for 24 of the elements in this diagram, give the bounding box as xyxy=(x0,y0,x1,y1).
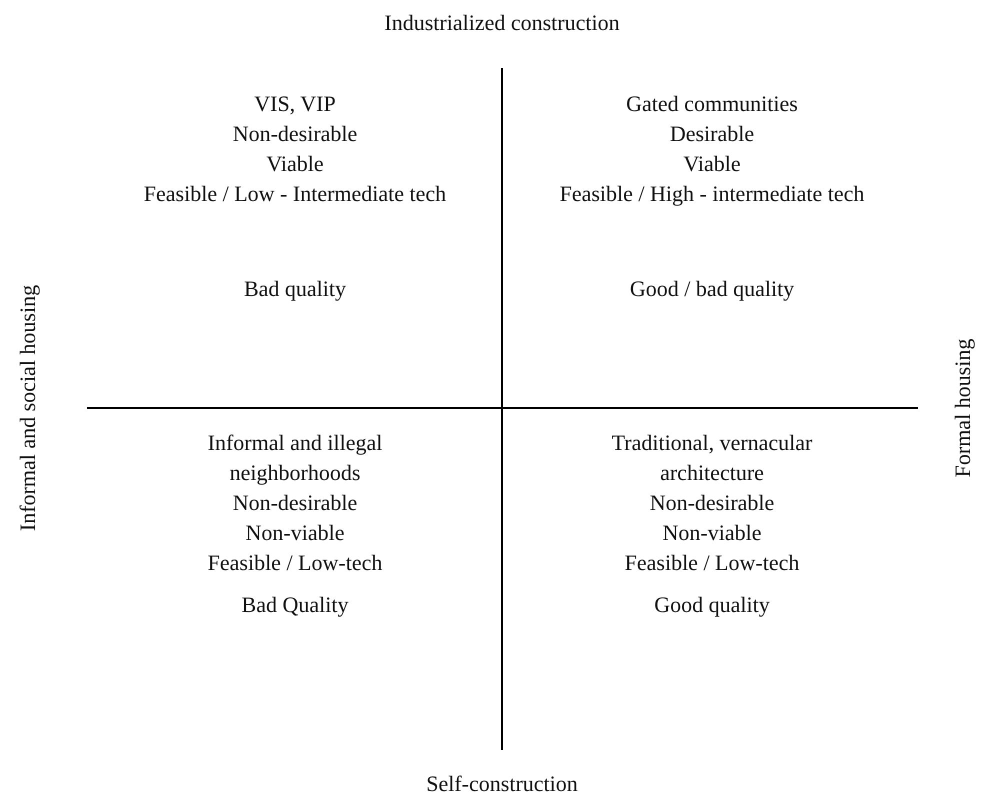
quadrant-text: Informal and illegal neighborhoods xyxy=(206,429,384,487)
axis-label: Formal housing xyxy=(949,338,976,478)
quadrant-text: Traditional, vernacular architecture xyxy=(610,429,814,487)
quadrant-text: Non-viable xyxy=(244,519,346,547)
quadrant-text: VIS, VIP xyxy=(253,90,337,118)
quadrant-text: Non-desirable xyxy=(232,120,358,148)
quadrant-text: Feasible / Low-tech xyxy=(206,549,384,577)
quadrant-text: Good / bad quality xyxy=(628,275,796,303)
quadrant-text: Viable xyxy=(265,150,325,178)
quadrant-text: Non-desirable xyxy=(648,489,776,517)
quadrant-text: Viable xyxy=(682,150,742,178)
axis-label: Self-construction xyxy=(425,770,579,798)
axis-label: Informal and social housing xyxy=(14,284,41,532)
quadrant-text: Desirable xyxy=(668,120,756,148)
quadrant-text: Non-viable xyxy=(662,519,762,547)
quadrant-text: Good quality xyxy=(653,591,771,619)
quadrant-text: Feasible / High - intermediate tech xyxy=(558,180,866,208)
quadrant-text: Feasible / Low-tech xyxy=(624,549,800,577)
quadrant-text: Bad Quality xyxy=(240,591,350,619)
quadrant-text: Non-desirable xyxy=(232,489,358,517)
quadrant-text: Gated communities xyxy=(625,90,799,118)
axis-label: Industrialized construction xyxy=(383,9,621,37)
quadrant-text: Bad quality xyxy=(242,275,348,303)
quadrant-text: Feasible / Low - Intermediate tech xyxy=(142,180,448,208)
